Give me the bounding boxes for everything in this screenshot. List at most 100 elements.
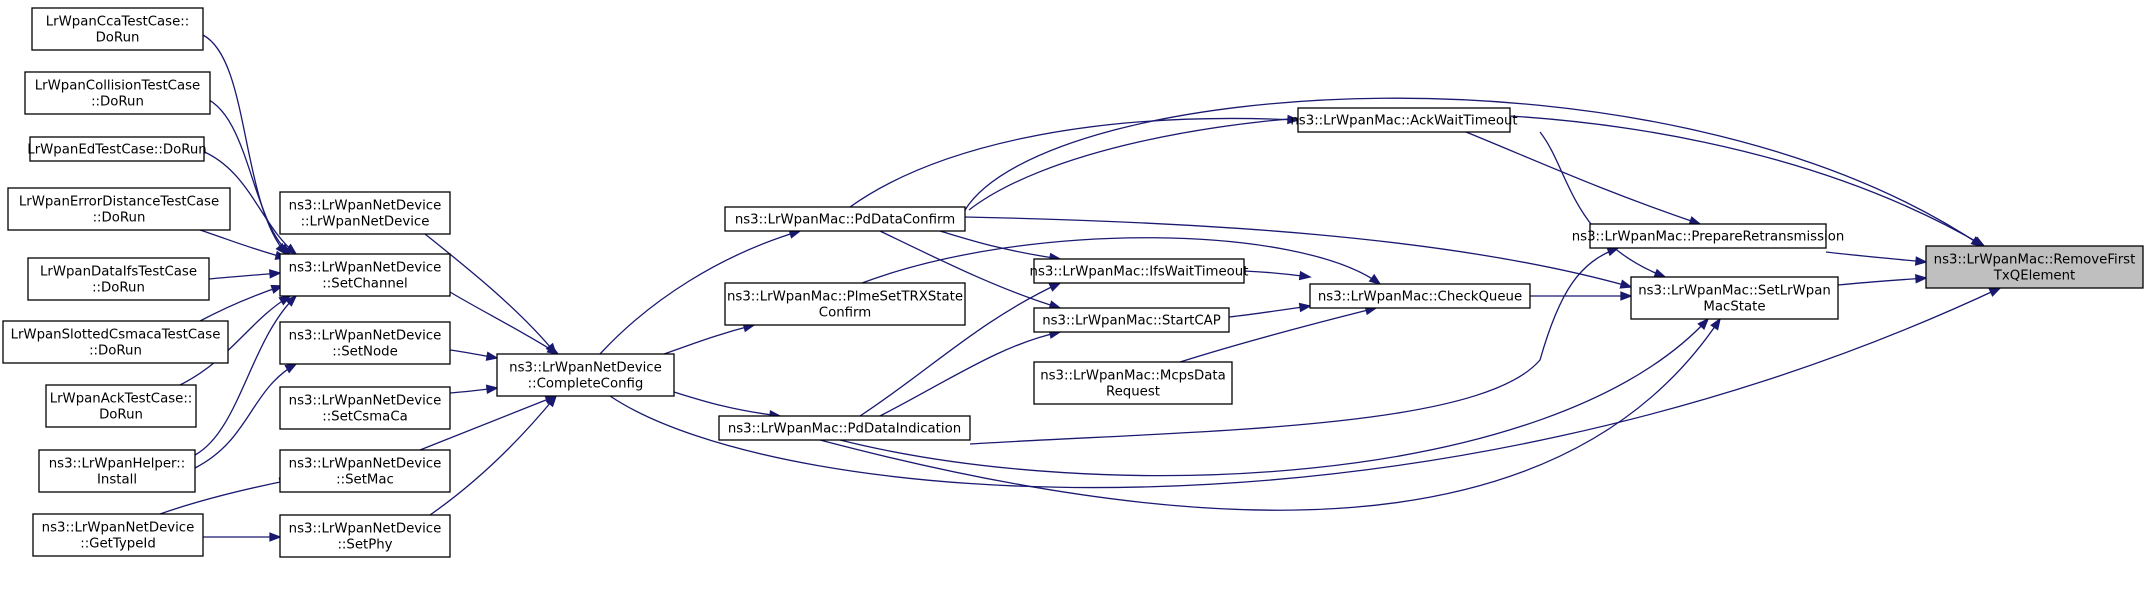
node-ack_test[interactable]: LrWpanAckTestCase::DoRun (45, 384, 197, 428)
node-box (31, 7, 204, 51)
node-error_dist_test[interactable]: LrWpanErrorDistanceTestCase::DoRun (7, 187, 231, 231)
node-set_csmaca[interactable]: ns3::LrWpanNetDevice::SetCsmaCa (279, 386, 451, 430)
edge-line (208, 272, 281, 280)
node-complete_config[interactable]: ns3::LrWpanNetDevice::CompleteConfig (496, 353, 675, 397)
edge-line (179, 295, 291, 386)
node-label: ::SetChannel (322, 277, 407, 292)
arrowhead-icon (1988, 287, 2002, 297)
node-label: TxQElement (1993, 269, 2076, 284)
node-label: ns3::LrWpanMac::PrepareRetransmission (1572, 230, 1845, 245)
node-ed_test[interactable]: LrWpanEdTestCase::DoRun (27, 136, 207, 162)
edge-line (879, 230, 1061, 309)
node-collision_test[interactable]: LrWpanCollisionTestCase::DoRun (24, 71, 211, 115)
node-box (496, 353, 675, 397)
edge-line (609, 287, 2001, 489)
edge-line (819, 318, 1721, 511)
node-ifs_wait[interactable]: ns3::LrWpanMac::IfsWaitTimeout (1030, 258, 1249, 284)
node-set_channel[interactable]: ns3::LrWpanNetDevice::SetChannel (279, 253, 451, 297)
node-ifs_test[interactable]: LrWpanDataIfsTestCase::DoRun (27, 257, 210, 301)
node-pd_indication[interactable]: ns3::LrWpanMac::PdDataIndication (718, 415, 971, 441)
arrowhead-icon (546, 344, 560, 355)
edge-set_state-to-remove_first (1837, 274, 1928, 286)
node-set_node[interactable]: ns3::LrWpanNetDevice::SetNode (279, 321, 451, 365)
arrowhead-icon (284, 243, 298, 256)
node-label: ns3::LrWpanMac::PdDataIndication (728, 422, 961, 437)
node-box (279, 253, 451, 297)
node-set_phy[interactable]: ns3::LrWpanNetDevice::SetPhy (279, 514, 451, 558)
node-label: ns3::LrWpanNetDevice (289, 457, 442, 472)
arrowhead-icon (1298, 270, 1312, 281)
node-label: ns3::LrWpanMac::AckWaitTimeout (1290, 114, 1517, 129)
node-box (1589, 223, 1827, 249)
node-check_queue[interactable]: ns3::LrWpanMac::CheckQueue (1309, 283, 1531, 309)
arrowhead-icon (1287, 114, 1300, 125)
node-label: ns3::LrWpanMac::PdDataConfirm (735, 213, 955, 228)
arrowhead-icon (485, 351, 499, 361)
node-label: DoRun (99, 408, 143, 423)
node-label: LrWpanCollisionTestCase (35, 79, 200, 94)
edge-get_type_id-to-set_phy (203, 532, 282, 542)
node-label: ns3::LrWpanNetDevice (509, 361, 662, 376)
node-box (718, 415, 971, 441)
arrowhead-icon (269, 269, 282, 279)
node-box (27, 257, 210, 301)
node-label: ns3::LrWpanMac::CheckQueue (1318, 290, 1522, 305)
node-label: ns3::LrWpanMac::McpsData (1040, 369, 1226, 384)
node-prepare_retx[interactable]: ns3::LrWpanMac::PrepareRetransmission (1572, 223, 1845, 249)
arrowhead-icon (545, 394, 558, 408)
edge-line (1539, 131, 1666, 278)
edge-line (202, 34, 287, 255)
node-slotted_test[interactable]: LrWpanSlottedCsmacaTestCase::DoRun (2, 320, 229, 364)
node-label: ::DoRun (92, 281, 145, 296)
node-cca_test[interactable]: LrWpanCcaTestCase::DoRun (31, 7, 204, 51)
node-box (1630, 276, 1839, 320)
node-label: ns3::LrWpanNetDevice (289, 394, 442, 409)
node-label: LrWpanErrorDistanceTestCase (19, 195, 219, 210)
edge-line (964, 216, 1632, 288)
node-label: ns3::LrWpanMac::IfsWaitTimeout (1030, 265, 1249, 280)
node-label: ns3::LrWpanMac::RemoveFirst (1934, 253, 2136, 268)
node-label: ::GetTypeId (80, 537, 156, 552)
edge-set_csmaca-to-complete_config (449, 384, 499, 394)
node-label: ns3::LrWpanNetDevice (289, 329, 442, 344)
edge-start_cap-to-check_queue (1228, 302, 1312, 318)
node-label: ns3::LrWpanMac::PlmeSetTRXState (727, 290, 963, 305)
node-box (7, 187, 231, 231)
arrowhead-icon (1915, 274, 1928, 284)
node-netdev_ctor[interactable]: ns3::LrWpanNetDevice::LrWpanNetDevice (279, 191, 451, 235)
node-label: Confirm (819, 306, 871, 321)
edge-line (424, 233, 557, 355)
node-start_cap[interactable]: ns3::LrWpanMac::StartCAP (1033, 307, 1230, 333)
edge-line (939, 230, 1061, 260)
edge-helper_install-to-set_node (194, 363, 298, 469)
node-label: ::SetCsmaCa (322, 410, 408, 425)
node-label: LrWpanCcaTestCase:: (46, 15, 189, 30)
node-ack_wait[interactable]: ns3::LrWpanMac::AckWaitTimeout (1290, 107, 1518, 133)
node-label: ::SetNode (332, 345, 398, 360)
edge-line (861, 237, 1381, 285)
edge-check_queue-to-set_state (1530, 291, 1633, 301)
arrowhead-icon (284, 363, 298, 374)
arrowhead-icon (1620, 291, 1633, 301)
edge-complete_config-to-pd_indication (673, 391, 782, 420)
node-label: ::CompleteConfig (528, 377, 644, 392)
node-set_mac[interactable]: ns3::LrWpanNetDevice::SetMac (279, 449, 451, 493)
edge-line (1179, 307, 1377, 363)
edge-prepare_retx-to-remove_first (1825, 251, 1928, 266)
edge-line (859, 282, 1061, 417)
edge-line (879, 331, 1061, 417)
edge-ed_test-to-set_channel (199, 149, 298, 256)
node-get_type_id[interactable]: ns3::LrWpanNetDevice::GetTypeId (32, 513, 204, 557)
node-box (24, 71, 211, 115)
arrowhead-icon (1368, 273, 1382, 286)
node-label: ::LrWpanNetDevice (301, 215, 430, 230)
arrowhead-icon (1697, 317, 1710, 331)
edge-ifs_wait-to-check_queue (1243, 270, 1312, 281)
node-helper_install[interactable]: ns3::LrWpanHelper::Install (38, 449, 196, 493)
node-pd_confirm[interactable]: ns3::LrWpanMac::PdDataConfirm (724, 206, 966, 232)
node-label: MacState (1703, 300, 1765, 315)
